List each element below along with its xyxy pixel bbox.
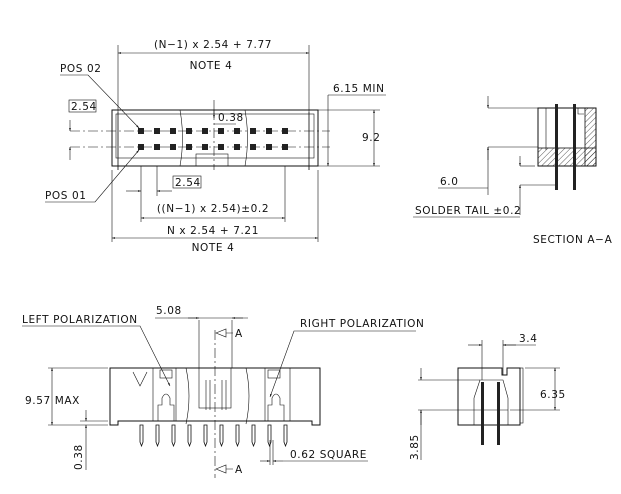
pin-offset-dim: 3.4	[519, 333, 538, 345]
pin	[250, 128, 256, 134]
pin	[170, 128, 176, 134]
pin	[154, 144, 160, 150]
pin	[266, 144, 272, 150]
top-body	[111, 109, 319, 167]
pin	[218, 144, 224, 150]
pin	[235, 424, 240, 448]
side-view: 3.4 6.35 3.85	[409, 333, 566, 460]
pin-row	[139, 424, 288, 448]
right-polarization-label: RIGHT POLARIZATION	[300, 318, 424, 330]
pin	[187, 424, 192, 448]
pin	[171, 424, 176, 448]
pin	[234, 128, 240, 134]
tail-dim: 6.0	[440, 176, 459, 188]
pin	[139, 424, 144, 448]
solder-tail-label: SOLDER TAIL ±0.2	[415, 205, 521, 217]
pin-grid	[138, 128, 288, 150]
pin	[234, 144, 240, 150]
height-dim: 9.57 MAX	[25, 395, 80, 407]
section-view: 6.0 SOLDER TAIL ±0.2 SECTION A−A	[413, 96, 613, 246]
overall-length-dim: (N−1) x 2.54 + 7.77	[154, 39, 272, 51]
cavity-depth-dim: 6.35	[540, 389, 566, 401]
pin	[186, 128, 192, 134]
note-bottom: NOTE 4	[192, 242, 235, 254]
width-dim: 9.2	[362, 132, 381, 144]
pin	[138, 144, 144, 150]
tail-length-dim: 3.85	[409, 434, 421, 460]
pos-02-label: POS 02	[60, 63, 102, 75]
pos-01-label: POS 01	[45, 190, 87, 202]
pin	[186, 144, 192, 150]
pin	[282, 128, 288, 134]
pin	[282, 144, 288, 150]
pin	[154, 128, 160, 134]
section-title: SECTION A−A	[533, 234, 613, 246]
top-view: (N−1) x 2.54 + 7.77 NOTE 4 0.38 6.15 MIN…	[45, 39, 386, 254]
section-marker-bottom: A	[235, 464, 243, 476]
row-pitch-dim: 2.54	[71, 101, 97, 113]
front-view: 5.08 A A LEFT POLARIZATION RIGHT POLARIZ…	[22, 305, 424, 478]
pin	[219, 424, 224, 448]
body-length-dim: N x 2.54 + 7.21	[167, 225, 259, 237]
note-top: NOTE 4	[190, 60, 233, 72]
col-pitch-dim: 2.54	[175, 177, 201, 189]
pin	[202, 128, 208, 134]
pin-size-dim: 0.62 SQUARE	[290, 449, 367, 461]
pin	[250, 144, 256, 150]
pin	[170, 144, 176, 150]
pin	[251, 424, 256, 448]
pin	[267, 424, 272, 448]
pin-span-dim: ((N−1) x 2.54)±0.2	[157, 203, 269, 215]
standoff-dim: 0.38	[73, 444, 85, 470]
rib-dim: 0.38	[218, 112, 244, 124]
pin	[266, 128, 272, 134]
pin	[218, 128, 224, 134]
pin	[203, 424, 208, 448]
left-polarization-label: LEFT POLARIZATION	[22, 314, 138, 326]
min-height-dim: 6.15 MIN	[333, 83, 385, 95]
pin	[202, 144, 208, 150]
section-marker-top: A	[235, 328, 243, 340]
polarization-pitch-dim: 5.08	[156, 305, 182, 317]
pin	[155, 424, 160, 448]
pin	[138, 128, 144, 134]
pin	[283, 424, 288, 448]
